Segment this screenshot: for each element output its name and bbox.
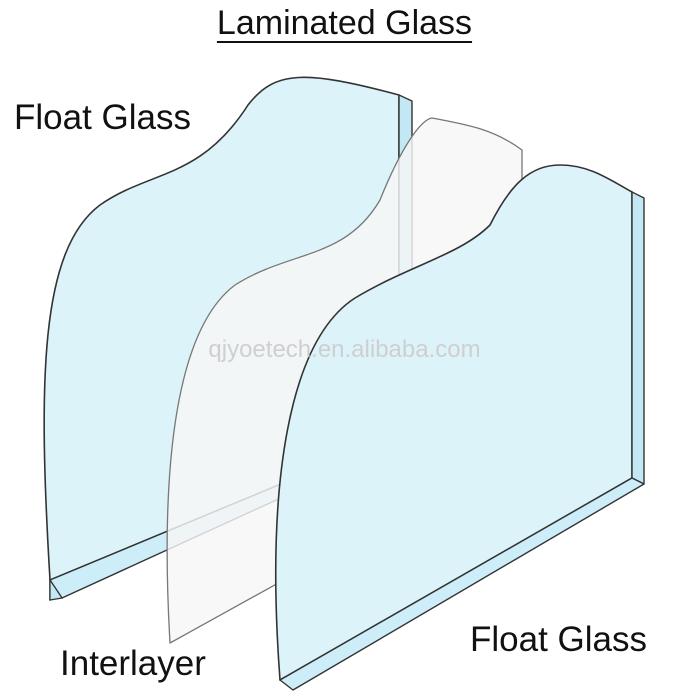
watermark-text: qjyoetech.en.alibaba.com <box>208 336 481 363</box>
float-glass-pane-front <box>274 164 645 691</box>
float-glass-label-top: Float Glass <box>14 98 191 137</box>
diagram-title: Laminated Glass <box>0 4 689 43</box>
float-glass-label-bottom: Float Glass <box>470 620 647 659</box>
diagram-title-text: Laminated Glass <box>216 4 473 42</box>
interlayer-label: Interlayer <box>60 644 206 683</box>
